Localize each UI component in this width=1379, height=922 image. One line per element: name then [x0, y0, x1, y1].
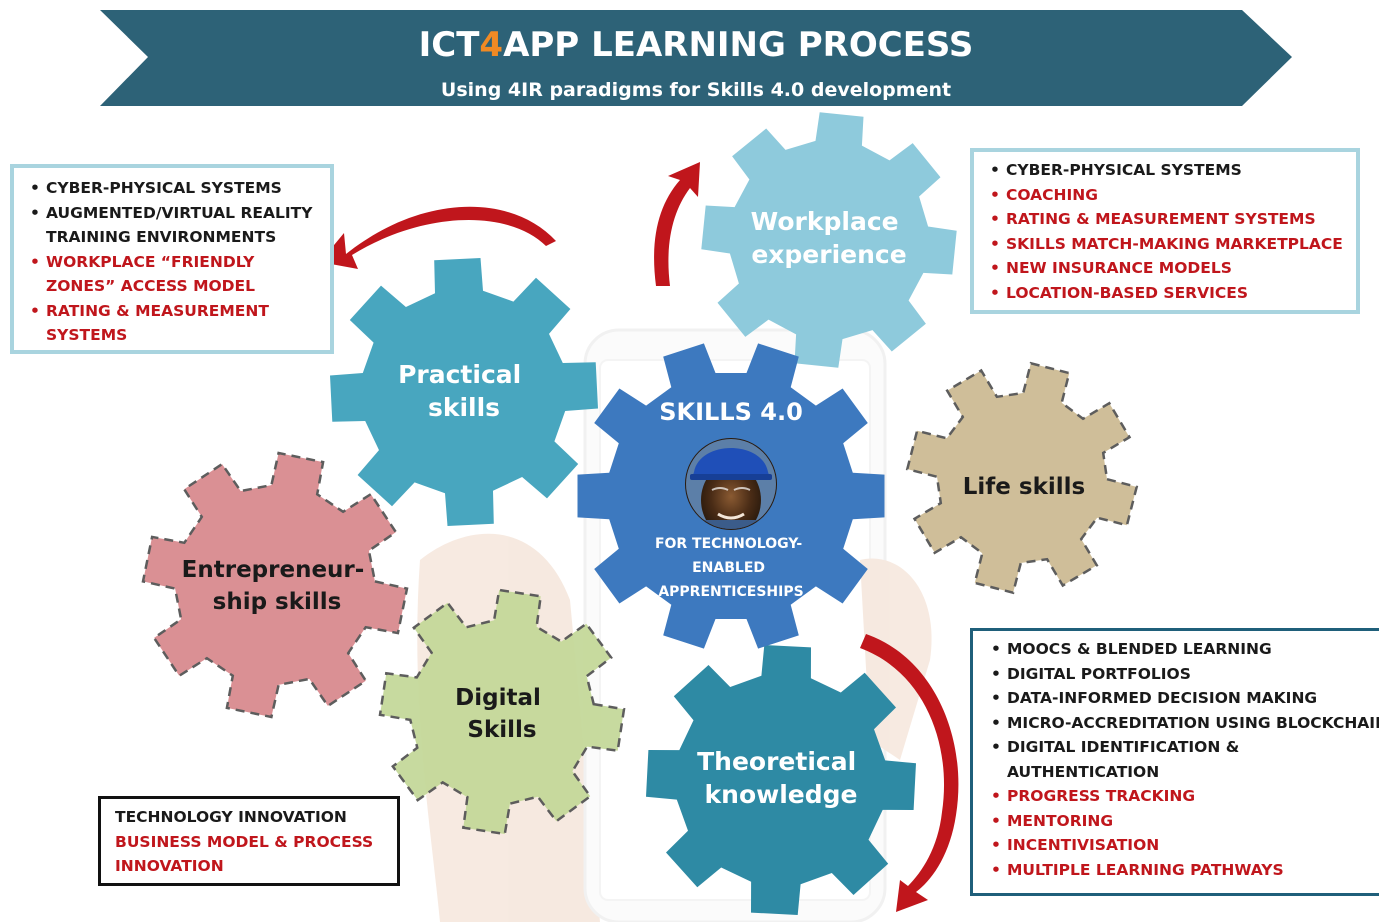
- callout-item: COACHING: [986, 183, 1348, 208]
- callout-item: MULTIPLE LEARNING PATHWAYS: [987, 858, 1379, 883]
- practical-skills-callout: CYBER-PHYSICAL SYSTEMS AUGMENTED/VIRTUAL…: [10, 164, 334, 354]
- callout-item: SKILLS MATCH-MAKING MARKETPLACE: [986, 232, 1348, 257]
- callout-item: CYBER-PHYSICAL SYSTEMS: [986, 158, 1348, 183]
- workplace-callout-list: CYBER-PHYSICAL SYSTEMS COACHING RATING &…: [986, 158, 1348, 305]
- gear-digital-skills: [378, 588, 626, 836]
- center-title: SKILLS 4.0: [659, 398, 803, 426]
- callout-item: LOCATION-BASED SERVICES: [986, 281, 1348, 306]
- theoretical-label: Theoretical knowledge: [697, 747, 865, 809]
- callout-item: RATING & MEASUREMENT SYSTEMS: [986, 207, 1348, 232]
- digital-skills-label: Digital Skills: [455, 685, 549, 743]
- callout-item: WORKPLACE “FRIENDLY ZONES” ACCESS MODEL: [26, 250, 322, 299]
- gear-entrepreneurship-skills: [141, 451, 409, 719]
- center-subtitle: FOR TECHNOLOGY- ENABLED APPRENTICESHIPS: [655, 536, 807, 600]
- callout-item: PROGRESS TRACKING: [987, 784, 1379, 809]
- callout-item: DIGITAL IDENTIFICATION & AUTHENTICATION: [987, 735, 1257, 784]
- callout-item: RATING & MEASUREMENT SYSTEMS: [26, 299, 322, 348]
- callout-item: CYBER-PHYSICAL SYSTEMS: [26, 176, 322, 201]
- gear-theoretical-knowledge: [646, 645, 916, 915]
- banner-title: ICT4APP LEARNING PROCESS: [419, 25, 974, 65]
- callout-item: NEW INSURANCE MODELS: [986, 256, 1348, 281]
- callout-item: AUGMENTED/VIRTUAL REALITY TRAINING ENVIR…: [26, 201, 322, 250]
- arrow-from-center-down: [860, 634, 959, 912]
- legend-technology-innovation: TECHNOLOGY INNOVATION: [115, 808, 347, 826]
- practical-callout-list: CYBER-PHYSICAL SYSTEMS AUGMENTED/VIRTUAL…: [26, 176, 322, 348]
- callout-item: MENTORING: [987, 809, 1379, 834]
- apprentice-photo: [685, 438, 777, 530]
- theoretical-knowledge-callout: MOOCS & BLENDED LEARNING DIGITAL PORTFOL…: [970, 628, 1379, 896]
- callout-item: DATA-INFORMED DECISION MAKING: [987, 686, 1379, 711]
- life-skills-label: Life skills: [963, 474, 1085, 500]
- cycle-arrows: [320, 162, 959, 912]
- practical-label: Practical skills: [398, 360, 530, 422]
- callout-item: INCENTIVISATION: [987, 833, 1379, 858]
- gear-workplace-experience: [701, 112, 957, 368]
- callout-item: DIGITAL PORTFOLIOS: [987, 662, 1379, 687]
- banner-subtitle: Using 4IR paradigms for Skills 4.0 devel…: [441, 79, 951, 101]
- callout-item: MICRO-ACCREDITATION USING BLOCKCHAIN: [987, 711, 1379, 736]
- innovation-legend-box: TECHNOLOGY INNOVATION BUSINESS MODEL & P…: [98, 796, 400, 886]
- callout-item: MOOCS & BLENDED LEARNING: [987, 637, 1379, 662]
- workplace-label: Workplace experience: [751, 207, 908, 269]
- title-banner: ICT4APP LEARNING PROCESS Using 4IR parad…: [100, 10, 1292, 106]
- gear-practical-skills: [330, 258, 598, 526]
- legend-business-model-innovation: BUSINESS MODEL & PROCESS INNOVATION: [115, 832, 374, 876]
- banner-ribbon: [100, 10, 1292, 106]
- arrow-to-practical-box: [320, 206, 556, 269]
- workplace-experience-callout: CYBER-PHYSICAL SYSTEMS COACHING RATING &…: [970, 148, 1360, 314]
- theory-callout-list: MOOCS & BLENDED LEARNING DIGITAL PORTFOL…: [987, 637, 1379, 882]
- gear-life-skills: [905, 361, 1139, 595]
- entrepreneurship-label: Entrepreneur- ship skills: [182, 557, 373, 615]
- arrow-to-workplace: [654, 162, 700, 286]
